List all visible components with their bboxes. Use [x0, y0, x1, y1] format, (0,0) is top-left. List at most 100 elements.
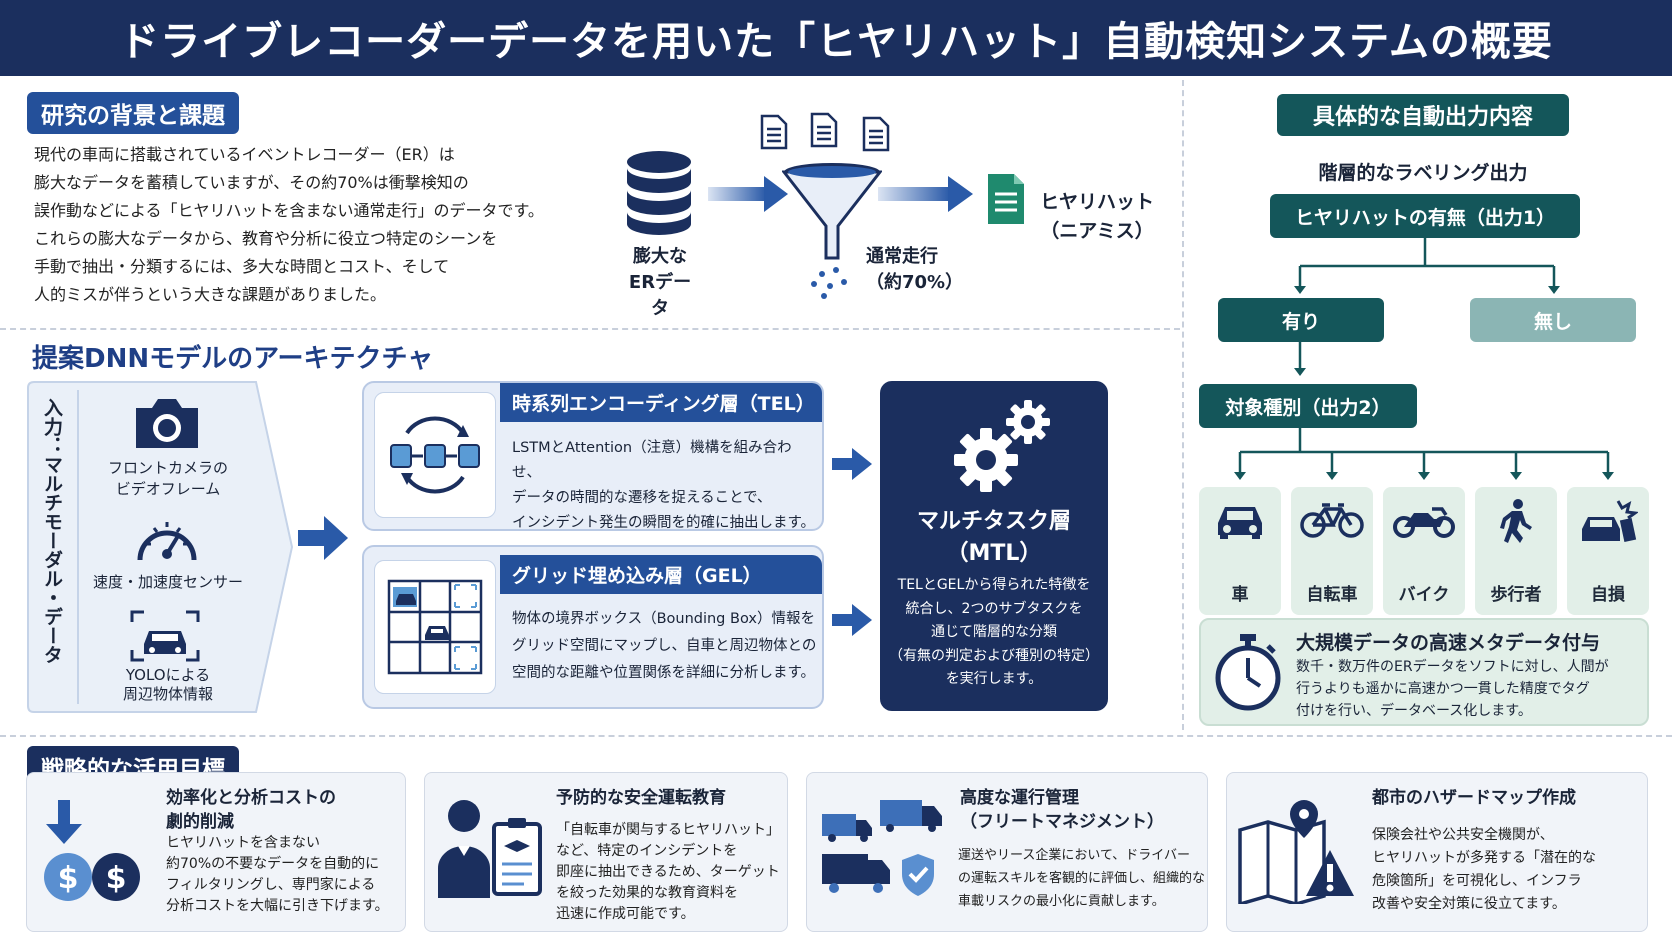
mtl-box	[880, 381, 1108, 711]
camera-icon	[132, 396, 202, 452]
background-line: 人的ミスが伴うという大きな課題がありました。	[34, 285, 387, 304]
arrow-right-icon	[708, 176, 788, 212]
meta-line: 数千・数万件のERデータをソフトに対し、人間が	[1296, 659, 1609, 675]
mtl-line: 統合し、2つのサブタスクを	[905, 600, 1083, 617]
level1-node: ヒヤリハットの有無（出力1）	[1270, 194, 1580, 238]
goal-card-education	[424, 772, 788, 932]
mtl-line: 通じて階層的な分類	[931, 624, 1057, 640]
mtl-description: TELとGELから得られた特徴を 統合し、2つのサブタスクを 通じて階層的な分類…	[884, 574, 1104, 692]
input-item-line: フロントカメラの	[107, 459, 228, 477]
mtl-line: を実行します。	[945, 671, 1043, 687]
divider-horizontal-top	[0, 328, 1180, 330]
goal-card-text: 保険会社や公共安全機関が、 ヒヤリハットが多発する「潜在的な 危険箇所」を可視化…	[1372, 824, 1642, 916]
background-line: 現代の車両に搭載されているイベントレコーダー（ER）は	[34, 145, 455, 164]
document-icon	[760, 114, 788, 150]
gears-icon	[944, 398, 1054, 502]
category-bicycle: 自転車	[1291, 487, 1373, 615]
goal-card-cost	[26, 772, 406, 932]
arrow-right-icon	[832, 448, 872, 480]
tel-description: LSTMとAttention（注意）機構を組み合わせ、 データの時間的な遷移を捉…	[512, 436, 817, 536]
category-self-damage: 自損	[1567, 487, 1649, 615]
flow-source-line: 膨大な	[633, 246, 687, 267]
input-label: 入力：マルチモーダル・データ	[41, 398, 63, 664]
gel-line: 空間的な距離や位置関係を詳細に分析します。	[512, 665, 816, 681]
goal-text-line: 保険会社や公共安全機関が、	[1372, 827, 1554, 843]
motorcycle-icon	[1393, 507, 1455, 538]
gel-description: 物体の境界ボックス（Bounding Box）情報を グリッド空間にマップし、自…	[512, 606, 817, 687]
tel-icon-frame	[374, 392, 496, 518]
goal-text-line: 運送やリース企業において、ドライバー	[958, 848, 1191, 863]
goal-card-title: 都市のハザードマップ作成	[1372, 788, 1576, 808]
document-icon	[810, 112, 838, 148]
svg-text:$: $	[58, 861, 79, 896]
speedometer-icon	[134, 514, 200, 568]
mtl-line: TELとGELから得られた特徴を	[897, 577, 1091, 593]
arrow-right-icon	[878, 176, 973, 212]
meta-title: 大規模データの高速メタデータ付与	[1296, 632, 1601, 654]
goal-title-line: 効率化と分析コストの	[166, 788, 336, 808]
flow-normal-line: 通常走行	[866, 246, 938, 267]
mtl-title: マルチタスク層 （MTL）	[884, 506, 1104, 570]
category-label: 車	[1231, 585, 1249, 605]
background-line: これらの膨大なデータから、教育や分析に役立つ特定のシーンを	[34, 229, 498, 248]
instructor-icon	[436, 794, 546, 906]
tel-title: 時系列エンコーディング層（TEL）	[500, 383, 822, 422]
goal-title-line: 劇的削減	[166, 812, 234, 832]
goal-text-line: 「自転車が関与するヒヤリハット」	[556, 822, 780, 838]
input-panel	[26, 380, 296, 714]
goal-card-title: 効率化と分析コストの 劇的削減	[166, 786, 336, 834]
node-yes: 有り	[1218, 298, 1384, 342]
crash-icon	[1582, 500, 1638, 543]
funnel-icon	[782, 162, 882, 302]
tel-line: LSTMとAttention（注意）機構を組み合わせ、	[512, 440, 792, 481]
database-icon	[625, 150, 693, 236]
goal-text-line: 約70%の不要なデータを自動的に	[166, 856, 380, 872]
gel-line: グリッド空間にマップし、自車と周辺物体との	[512, 638, 817, 654]
goal-card-text: ヒヤリハットを含まない 約70%の不要なデータを自動的に フィルタリングし、専門…	[166, 833, 402, 917]
goal-text-line: フィルタリングし、専門家による	[166, 877, 376, 893]
goal-title-line: （フリートマネジメント）	[960, 812, 1164, 832]
cost-reduction-icon: $ $	[42, 800, 142, 902]
flow-result-label: ヒヤリハット （ニアミス）	[1040, 188, 1154, 246]
goal-text-line: ヒヤリハットが多発する「潜在的な	[1372, 850, 1596, 866]
arrow-right-icon	[298, 516, 348, 560]
divider-horizontal-bottom	[0, 735, 1672, 737]
goal-text-line: など、特定のインシデントを	[556, 843, 738, 859]
goal-text-line: の運転スキルを客観的に評価し、組織的な	[958, 871, 1206, 886]
tel-line: データの時間的な遷移を捉えることで、	[512, 490, 772, 506]
arrow-right-icon	[832, 604, 872, 636]
grid-icon	[387, 579, 483, 675]
input-item-line: YOLOによる	[125, 666, 211, 684]
category-pedestrian: 歩行者	[1475, 487, 1557, 615]
tel-line: インシデント発生の瞬間を的確に抽出します。	[512, 515, 816, 531]
result-document-icon	[986, 172, 1026, 226]
goal-text-line: 迅速に作成可能です。	[556, 906, 695, 922]
car-detection-icon	[128, 608, 202, 664]
gel-title: グリッド埋め込み層（GEL）	[500, 555, 822, 594]
category-label: 自転車	[1306, 585, 1358, 605]
mtl-line: （有無の判定および種別の特定）	[889, 647, 1099, 664]
background-text: 現代の車両に搭載されているイベントレコーダー（ER）は 膨大なデータを蓄積してい…	[34, 141, 614, 309]
svg-text:$: $	[106, 861, 127, 896]
pedestrian-icon	[1500, 499, 1532, 543]
output-subheading: 階層的なラベリング出力	[1318, 162, 1528, 184]
goal-text-line: 即座に抽出できるため、ターゲット	[556, 864, 780, 880]
category-motorcycle: バイク	[1383, 487, 1465, 615]
gel-icon-frame	[374, 560, 496, 694]
flow-source-line: ERデータ	[628, 272, 692, 319]
output-heading: 具体的な自動出力内容	[1277, 94, 1569, 136]
input-item-line: 周辺物体情報	[122, 685, 213, 703]
goal-text-line: ヒヤリハットを含まない	[166, 835, 320, 851]
flow-result-line: ヒヤリハット	[1040, 191, 1155, 213]
fleet-icon	[818, 796, 952, 906]
sequence-icon	[390, 416, 480, 494]
bicycle-icon	[1300, 503, 1364, 538]
background-line: 手動で抽出・分類するには、多大な時間とコスト、そして	[34, 257, 450, 276]
goal-text-line: 危険箇所」を可視化し、インフラ	[1372, 873, 1582, 889]
goal-card-text: 運送やリース企業において、ドライバー の運転スキルを客観的に評価し、組織的な 車…	[958, 844, 1206, 913]
mtl-title-line: （MTL）	[946, 541, 1042, 566]
input-item-line: ビデオフレーム	[115, 480, 221, 498]
car-icon	[1218, 507, 1262, 539]
category-label: 歩行者	[1490, 585, 1542, 605]
flow-normal-label: 通常走行 （約70%）	[866, 244, 963, 296]
